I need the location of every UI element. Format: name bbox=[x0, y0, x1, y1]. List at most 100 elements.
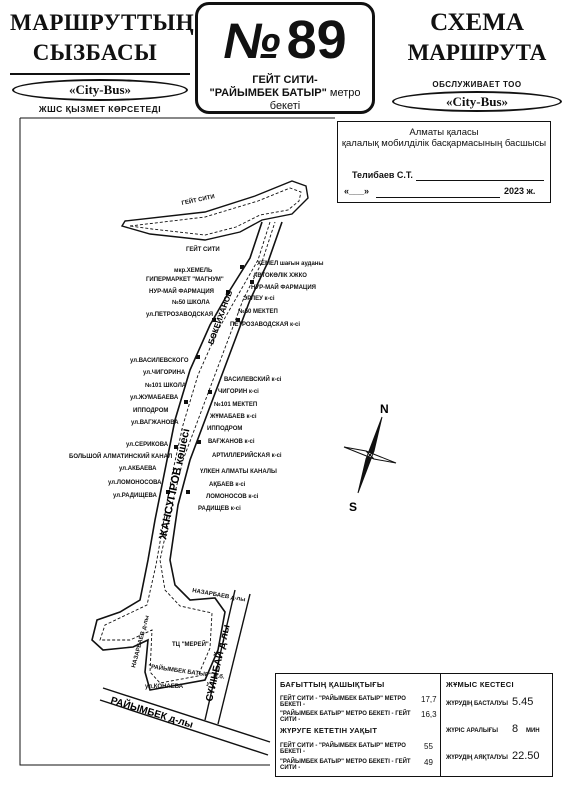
stop-label-east: ИППОДРОМ bbox=[207, 426, 242, 432]
suyinbay-street-line1 bbox=[204, 589, 236, 721]
stop-label-west: ул.ВАГЖАНОВА bbox=[131, 420, 179, 426]
gate-city-route bbox=[129, 187, 302, 236]
stop-marker bbox=[196, 355, 200, 359]
stop-label-east: ЖҰМАБАЕВ к-сі bbox=[209, 414, 257, 420]
ru-operator-note: ОБСЛУЖИВАЕТ ТОО bbox=[432, 80, 522, 89]
stop-label-east: АВТОКӨЛІК ХЖКО bbox=[253, 273, 307, 279]
compass-icon bbox=[343, 416, 397, 494]
compass-north-label: N bbox=[380, 402, 389, 416]
stop-label-west: мкр.ХЕМЕЛЬ bbox=[174, 268, 213, 274]
stop-marker bbox=[166, 490, 170, 494]
stop-label-west: №50 ШКОЛА bbox=[172, 299, 210, 306]
ru-title-line2: МАРШРУТА bbox=[407, 40, 547, 65]
map-frame bbox=[19, 118, 270, 766]
stop-label-east: №101 МЕКТЕП bbox=[214, 401, 257, 408]
stop-label-west: ул.ВАСИЛЕВСКОГО bbox=[130, 358, 189, 364]
label-gate-city-top: ГЕЙТ СИТИ bbox=[181, 192, 216, 207]
stop-label-east: ЧИГОРИН к-сі bbox=[218, 389, 259, 395]
stop-marker bbox=[197, 440, 201, 444]
distance-row-2-label: "РАЙЫМБЕК БАТЫР" МЕТРО БЕКЕТІ - ГЕЙТ СИТ… bbox=[280, 711, 411, 723]
distance-header: БАҒЫТТЫҢ ҚАШЫҚТЫҒЫ bbox=[280, 680, 385, 689]
stop-label-west: ул.ЧИГОРИНА bbox=[143, 370, 186, 376]
kz-title-line2: СЫЗБАСЫ bbox=[32, 40, 158, 65]
time-row-2-label: "РАЙЫМБЕК БАТЫР" МЕТРО БЕКЕТІ - ГЕЙТ СИТ… bbox=[280, 759, 411, 771]
schedule-row-1-label: ЖҮРУДІҢ БАСТАЛУЫ bbox=[446, 701, 509, 707]
distance-row-2-value: 16,3 bbox=[421, 710, 437, 719]
ru-operator: «City-Bus» bbox=[445, 94, 509, 109]
stop-label-west: ул.РАДИЩЕВА bbox=[113, 493, 158, 499]
stop-label-east: ХЕМЕЛ шағын ауданы bbox=[257, 261, 324, 267]
stop-label-west: ул.ЖУМАБАЕВА bbox=[130, 395, 179, 401]
stop-label-west: ул.ЛОМОНОСОВА bbox=[108, 480, 162, 486]
stop-label-east: АРТИЛЛЕРИЙСКАЯ к-сі bbox=[212, 451, 282, 459]
kz-divider bbox=[10, 73, 190, 75]
route-name: ГЕЙТ СИТИ- "РАЙЫМБЕК БАТЫР" метро бекеті bbox=[198, 74, 372, 113]
schedule-row-1-value: 5.45 bbox=[512, 696, 534, 708]
stop-label-west: ГИПЕРМАРКЕТ "МАГНУМ" bbox=[146, 277, 224, 283]
kz-operator: «City-Bus» bbox=[68, 82, 132, 97]
label-konaeva: ул.КОНАЕВА bbox=[145, 684, 184, 690]
stop-marker bbox=[208, 390, 212, 394]
suyinbay-street-line2 bbox=[217, 593, 251, 725]
route-name-line1: ГЕЙТ СИТИ- bbox=[252, 74, 318, 86]
approval-box: Алматы қаласы қалалық мобилділік басқарм… bbox=[337, 121, 551, 203]
label-gate-city-stop: ГЕЙТ СИТИ bbox=[186, 245, 220, 253]
ru-operator-oval: «City-Bus» bbox=[392, 91, 562, 112]
approval-date-suffix: 2023 ж. bbox=[504, 186, 536, 196]
stop-label-east: ЛОМОНОСОВ к-сі bbox=[206, 494, 259, 500]
street-suyinbay: СҮЙІНБАЙ д-лы bbox=[202, 623, 232, 702]
time-row-1-label: ГЕЙТ СИТИ - "РАЙЫМБЕК БАТЫР" МЕТРО БЕКЕТ… bbox=[280, 743, 406, 755]
schedule-header: ЖҰМЫС КЕСТЕСІ bbox=[446, 680, 514, 689]
stop-marker bbox=[240, 265, 244, 269]
stop-marker bbox=[186, 490, 190, 494]
stop-label-east: №50 МЕКТЕП bbox=[238, 308, 278, 315]
time-row-2-value: 49 bbox=[424, 758, 433, 767]
stop-label-west: НУР-МАЙ ФАРМАЦИЯ bbox=[149, 287, 214, 295]
schedule-row-3-label: ЖҮРУДІҢ АЯҚТАЛУЫ bbox=[446, 755, 508, 761]
time-header: ЖҮРУГЕ КЕТЕТІН УАҚЫТ bbox=[280, 726, 378, 735]
stop-label-east: ВАҒЖАНОВ к-сі bbox=[208, 439, 255, 445]
approval-date-prefix: «___» bbox=[344, 186, 370, 196]
approval-line2: қалалық мобилділік басқармасының басшысы bbox=[341, 138, 547, 149]
stop-marker bbox=[184, 400, 188, 404]
stop-label-west: ул.АКБАЕВА bbox=[119, 466, 157, 472]
gate-city-street bbox=[120, 180, 309, 241]
stops-west: мкр.ХЕМЕЛЬ ГИПЕРМАРКЕТ "МАГНУМ" НУР-МАЙ ФА… bbox=[69, 268, 224, 499]
street-nazarbaev: НАЗАРБАЕВ д-лы bbox=[192, 588, 246, 603]
stop-marker bbox=[250, 280, 254, 284]
stop-label-east: НУР-МАЙ ФАРМАЦИЯ bbox=[251, 283, 316, 291]
schedule-row-3-value: 22.50 bbox=[512, 750, 540, 762]
route-number-symbol: № bbox=[223, 13, 281, 69]
main-corridor bbox=[91, 221, 283, 691]
stop-marker bbox=[212, 318, 216, 322]
signature-line bbox=[416, 180, 544, 181]
time-row-1-value: 55 bbox=[424, 742, 433, 751]
stop-label-east: ВАСИЛЕВСКИЙ к-сі bbox=[224, 375, 282, 383]
raiymbek-street-line1 bbox=[102, 687, 271, 743]
route-number-value: 89 bbox=[286, 10, 347, 70]
stop-label-east: ПЕТРОЗАВОДСКАЯ к-сі bbox=[230, 322, 300, 328]
stop-markers bbox=[166, 265, 254, 494]
date-line bbox=[376, 197, 500, 198]
distance-row-1-label: ГЕЙТ СИТИ - "РАЙЫМБЕК БАТЫР" МЕТРО БЕКЕТ… bbox=[280, 696, 406, 708]
kz-operator-oval: «City-Bus» bbox=[12, 79, 188, 101]
approval-line1: Алматы қаласы bbox=[409, 127, 479, 138]
kz-title: МАРШРУТТЫҢ СЫЗБАСЫ bbox=[10, 8, 194, 68]
stop-label-west: ул.ПЕТРОЗАВОДСКАЯ bbox=[146, 312, 213, 318]
schedule-row-2-unit: МИН bbox=[526, 728, 540, 734]
route-name-line2-rest: метро бекеті bbox=[269, 87, 361, 112]
ru-title: СХЕМА МАРШРУТА bbox=[392, 8, 562, 68]
info-box: БАҒЫТТЫҢ ҚАШЫҚТЫҒЫ ГЕЙТ СИТИ - "РАЙЫМБЕК… bbox=[275, 673, 553, 777]
approval-signer: Телибаев С.Т. bbox=[352, 170, 413, 180]
stop-marker bbox=[174, 445, 178, 449]
raiymbek-street-line2 bbox=[99, 699, 269, 756]
route-name-line2: "РАЙЫМБЕК БАТЫР" метро бекеті bbox=[198, 87, 372, 113]
stop-label-east: ҮЛКЕН АЛМАТЫ КАНАЛЫ bbox=[200, 469, 277, 475]
street-raiymbek: РАЙЫМБЕК д-лы bbox=[109, 693, 195, 730]
stop-label-west: ИППОДРОМ bbox=[133, 408, 168, 414]
stop-label-west: БОЛЬШОЙ АЛМАТИНСКИЙ КАНАЛ bbox=[69, 452, 172, 460]
stop-label-east: АҚБАЕВ к-сі bbox=[209, 482, 246, 488]
